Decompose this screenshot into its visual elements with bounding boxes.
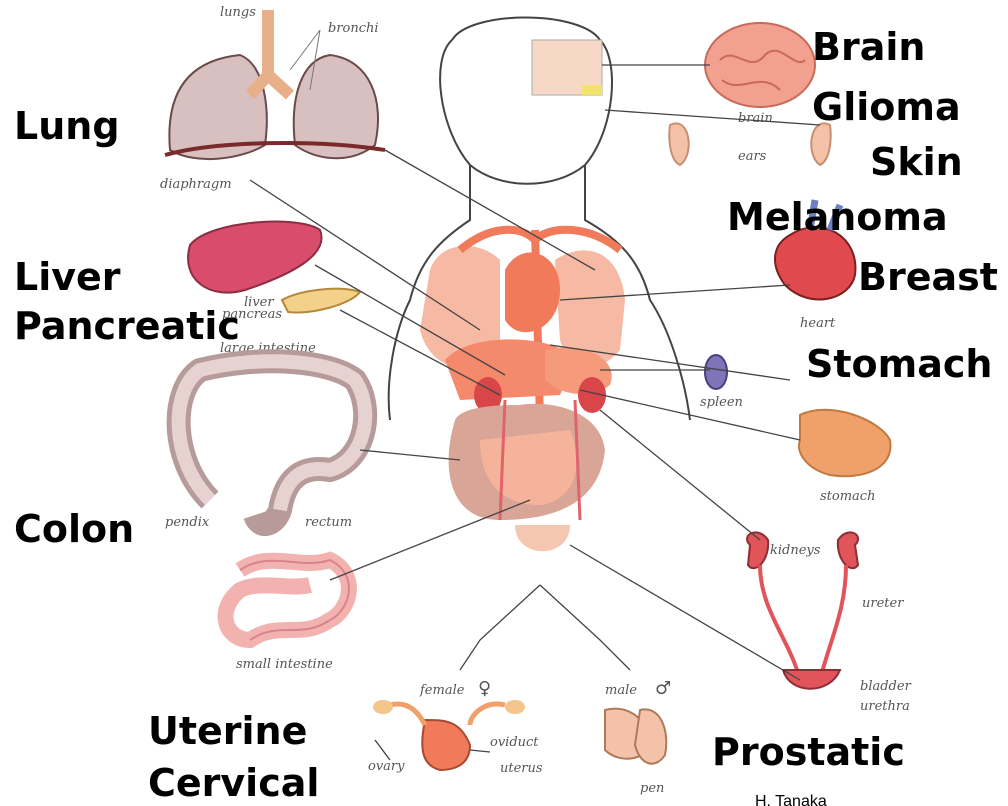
penis-caption: pen <box>640 781 664 796</box>
small-intestine-caption: small intestine <box>236 657 333 672</box>
kidneys-caption: kidneys <box>770 543 821 558</box>
male-symbol-icon: ♂ <box>655 678 671 699</box>
bronchi-caption: bronchi <box>328 21 379 36</box>
oviduct-caption: oviduct <box>490 735 539 750</box>
label-colon: Colon <box>14 510 134 548</box>
diaphragm-caption: diaphragm <box>160 177 232 192</box>
label-cervical: Cervical <box>148 764 319 802</box>
appendix-caption: pendix <box>165 515 210 530</box>
label-brain: Brain <box>812 28 925 66</box>
label-skin: Skin <box>870 143 963 181</box>
ovary-caption: ovary <box>368 759 405 774</box>
small-intestine-illustration: small intestine <box>226 560 349 672</box>
brain-illustration: brain ears <box>532 23 831 165</box>
label-pancreatic: Pancreatic <box>14 307 240 345</box>
female-symbol-icon: ♀ <box>478 678 491 699</box>
brain-caption: brain <box>738 111 773 126</box>
label-breast: Breast <box>858 258 998 296</box>
label-prostatic: Prostatic <box>712 733 905 771</box>
uterus-caption: uterus <box>500 761 543 776</box>
lungs-caption: lungs <box>220 5 256 20</box>
stomach-caption: stomach <box>820 489 875 504</box>
ears-caption: ears <box>738 149 767 164</box>
label-glioma: Glioma <box>812 88 961 126</box>
male-reproductive-illustration: male ♂ pen <box>605 678 671 796</box>
urinary-illustration: kidneys ureter bladder urethra <box>747 532 911 714</box>
spleen-caption: spleen <box>700 395 743 410</box>
heart-caption: heart <box>800 316 836 331</box>
stomach-illustration: stomach <box>799 410 890 504</box>
rectum-caption: rectum <box>305 515 352 530</box>
female-reproductive-illustration: female ♀ ovary oviduct uterus <box>368 678 543 776</box>
urethra-caption: urethra <box>860 699 910 714</box>
lungs-illustration: lungs bronchi diaphragm <box>160 5 385 192</box>
male-caption: male <box>605 683 637 698</box>
image-credit: H. Tanaka <box>755 793 827 806</box>
spleen-illustration: spleen <box>700 355 743 410</box>
label-melanoma: Melanoma <box>727 198 948 236</box>
bladder-caption: bladder <box>860 679 912 694</box>
label-stomach: Stomach <box>806 345 992 383</box>
ureter-caption: ureter <box>862 596 904 611</box>
female-caption: female <box>419 683 465 698</box>
label-liver: Liver <box>14 258 121 296</box>
bladder-in-body <box>515 525 570 551</box>
label-lung: Lung <box>14 107 120 145</box>
large-intestine-illustration: pendix rectum <box>165 361 365 530</box>
pancreas-illustration: pancreas large intestine <box>220 289 360 356</box>
label-uterine: Uterine <box>148 712 307 750</box>
